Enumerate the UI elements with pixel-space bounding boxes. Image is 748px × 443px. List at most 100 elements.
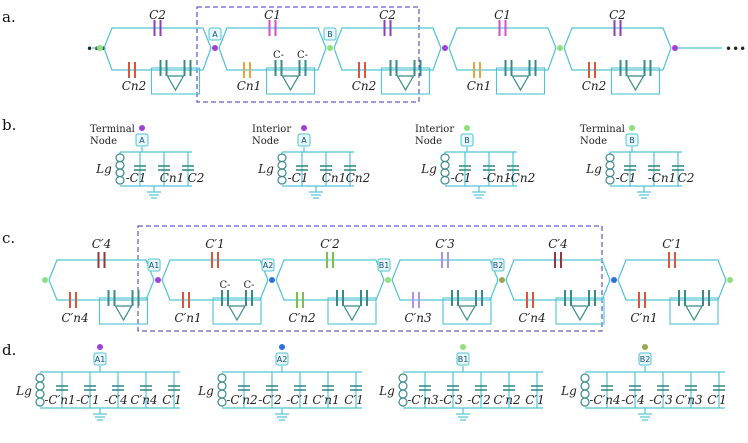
row-c-cell: C′1C′n1C-C- <box>161 237 269 325</box>
inductor-loop <box>580 373 590 383</box>
capacitor-label: C′1 <box>162 393 182 407</box>
node-box-label: B <box>464 136 470 145</box>
capacitor-icon <box>475 385 487 391</box>
capacitor-label: C1 <box>494 8 511 22</box>
capacitor-icon <box>296 165 308 171</box>
node-box-label: A1 <box>149 261 160 270</box>
negative-capacitor-block <box>669 290 719 325</box>
node-dot <box>672 45 678 51</box>
node-dot <box>499 277 505 283</box>
capacitor-icon <box>412 292 420 308</box>
inductor-icon <box>35 373 45 407</box>
panel-label-d: d. <box>2 341 16 359</box>
node-dot <box>301 125 307 131</box>
node-box: A <box>297 133 311 147</box>
capacitor-icon <box>588 62 596 78</box>
capacitor-label: -Cn1 <box>648 171 677 185</box>
wire <box>103 27 212 49</box>
capacitor-label: C′1 <box>707 393 727 407</box>
negative-capacitor-block <box>555 290 605 325</box>
capacitor-label: C′2 <box>320 237 340 251</box>
node-box-frame <box>147 258 161 272</box>
node-box-label: B1 <box>379 261 390 270</box>
row-c-cell: C′1C′n1 <box>617 237 727 325</box>
capacitor-icon <box>153 20 162 36</box>
negcap-frame <box>150 67 201 95</box>
inductor-icon <box>115 153 125 185</box>
capacitor-icon <box>112 385 124 391</box>
node-box: A1 <box>93 352 107 366</box>
negcap-frame <box>495 67 546 95</box>
capacitor-label: -C′3 <box>439 393 463 407</box>
node-box: A2 <box>261 258 275 272</box>
capacitor-icon <box>326 252 334 268</box>
opamp-triangle-icon <box>227 305 247 322</box>
capacitor-label: -C′2 <box>258 393 282 407</box>
capacitor-label: -C′4 <box>104 393 128 407</box>
opamp-triangle-icon <box>511 75 530 92</box>
capacitor-label: -C′1 <box>286 393 310 407</box>
inductor-loop <box>217 381 227 391</box>
negative-capacitor-block <box>442 290 492 325</box>
inductor-loop <box>115 153 125 163</box>
inductor-loop <box>277 160 287 170</box>
capacitor-icon <box>483 165 495 171</box>
row-c-chain: C′4C′n4C′1C′n1C-C-C′2C′n2C′3C′n3C′4C′n4C… <box>42 225 733 332</box>
ground-icon <box>638 413 652 421</box>
negcap-frame <box>442 297 492 325</box>
capacitor-label: Cn2 <box>352 79 377 93</box>
capacitor-label: C′4 <box>92 237 112 251</box>
node-box-frame <box>377 258 391 272</box>
node-title: Node <box>252 136 279 147</box>
capacitor-icon <box>383 20 392 36</box>
node-box-frame <box>456 352 470 366</box>
capacitor-icon <box>294 385 306 391</box>
inductor-icon <box>398 373 408 407</box>
inductor-loop <box>277 153 287 163</box>
node-title: Node <box>580 136 607 147</box>
wire <box>448 27 557 49</box>
capacitor-icon <box>168 385 180 391</box>
node-box-frame <box>491 258 505 272</box>
capacitor-icon <box>507 165 519 171</box>
ground-icon <box>637 191 651 199</box>
node-box: A1 <box>147 258 161 272</box>
capacitor-label: C2 <box>609 8 626 22</box>
negcap-cap-icon <box>413 60 422 76</box>
node-dot <box>97 344 103 350</box>
node-box-label: A2 <box>263 261 274 270</box>
inductor-loop <box>398 397 408 407</box>
capacitor-label: -C′n4 <box>589 393 620 407</box>
capacitor-icon <box>97 252 106 268</box>
row-a-dots-left: ••• <box>86 42 107 56</box>
node-box: A <box>135 133 149 147</box>
capacitor-label: C′n1 <box>630 311 657 325</box>
inductor-loop <box>35 381 45 391</box>
negcap-cap-icon <box>475 290 483 306</box>
inductor-icon <box>277 153 287 185</box>
capacitor-icon <box>238 385 250 391</box>
capacitor-label: Cn2 <box>122 79 147 93</box>
node-dot <box>139 125 145 131</box>
capacitor-label: -C′3 <box>649 393 673 407</box>
opamp-triangle-icon <box>626 75 645 92</box>
inductor-loop <box>115 175 125 185</box>
capacitor-label: C2 <box>188 171 205 185</box>
inductor-label: Lg <box>420 162 437 176</box>
node-a-box: A <box>208 27 222 41</box>
negcap-frame <box>98 297 149 325</box>
inductor-label: Lg <box>197 384 214 398</box>
node-title: Terminal <box>580 124 625 135</box>
capacitor-label: C′n2 <box>288 311 315 325</box>
capacitor-icon <box>182 165 194 171</box>
capacitor-icon <box>84 385 96 391</box>
capacitor-label: -C1 <box>616 171 637 185</box>
negcap-cap-icon <box>107 290 116 306</box>
capacitor-label: C′4 <box>548 237 568 251</box>
capacitor-icon <box>322 385 334 391</box>
ground-icon <box>456 413 470 421</box>
